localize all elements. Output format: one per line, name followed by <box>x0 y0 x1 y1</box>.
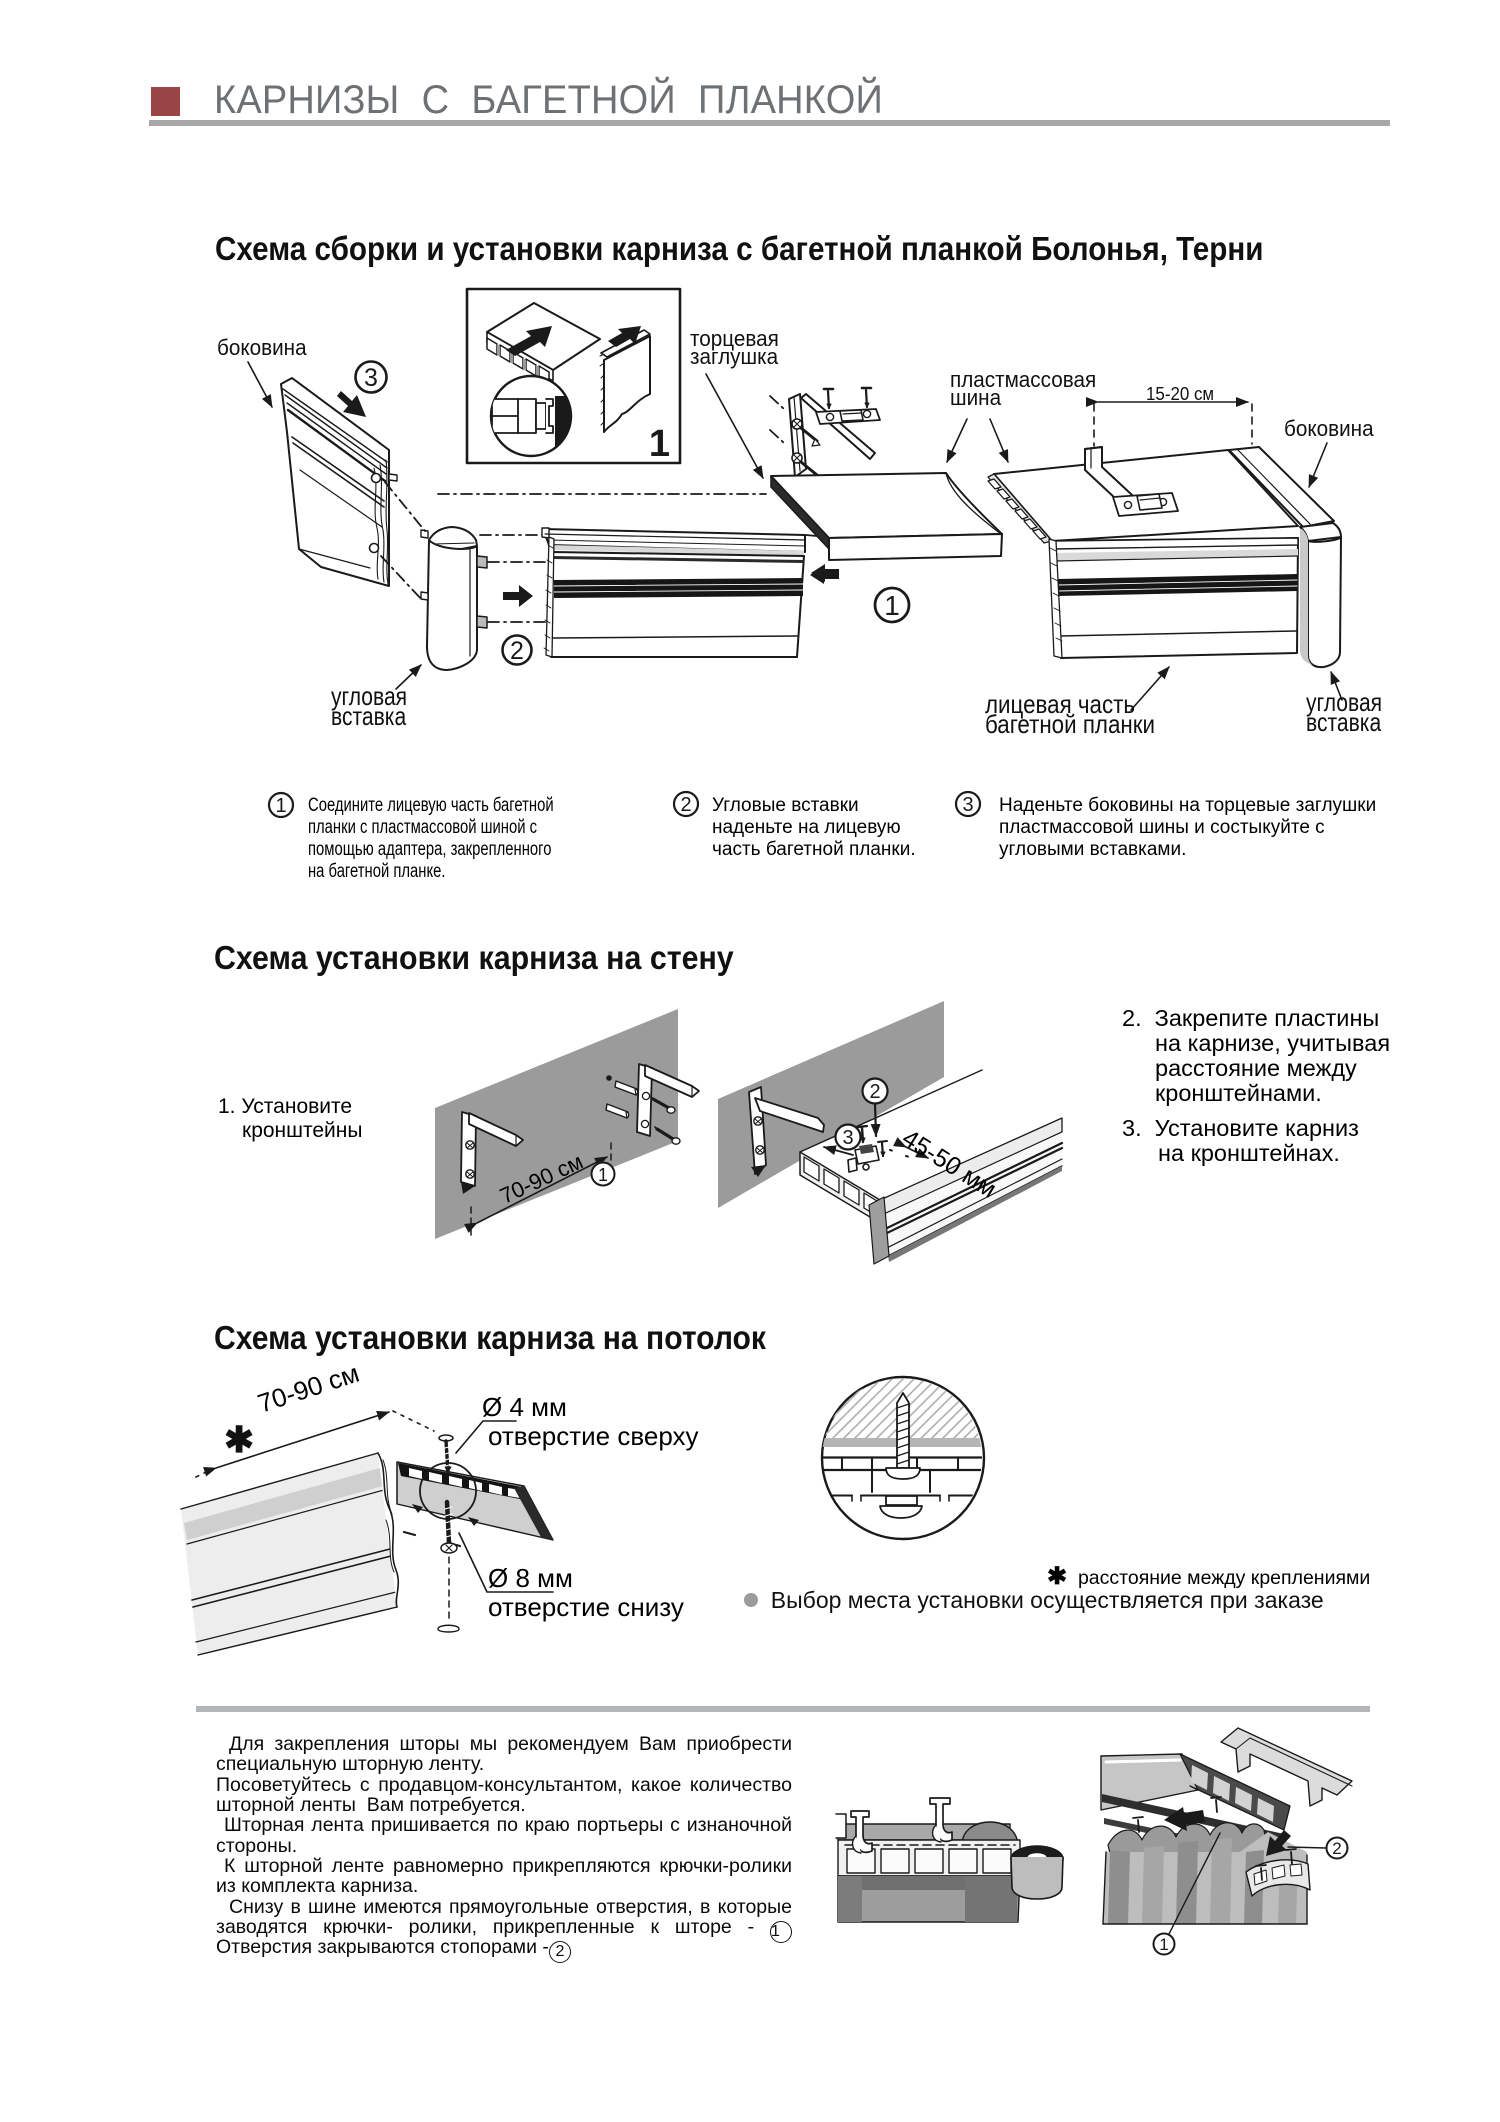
svg-text:3: 3 <box>842 1127 853 1149</box>
svg-text:2: 2 <box>510 637 524 665</box>
svg-text:1: 1 <box>598 1165 608 1185</box>
svg-text:1: 1 <box>1159 1935 1168 1954</box>
svg-text:3: 3 <box>364 364 378 392</box>
svg-text:3: 3 <box>962 794 973 816</box>
svg-text:1: 1 <box>884 590 900 621</box>
svg-text:1: 1 <box>649 423 670 465</box>
svg-text:2: 2 <box>680 794 691 816</box>
svg-text:✱: ✱ <box>224 1419 254 1460</box>
svg-text:1: 1 <box>275 795 286 817</box>
svg-text:2: 2 <box>1332 1839 1341 1858</box>
svg-text:2: 2 <box>869 1081 880 1103</box>
